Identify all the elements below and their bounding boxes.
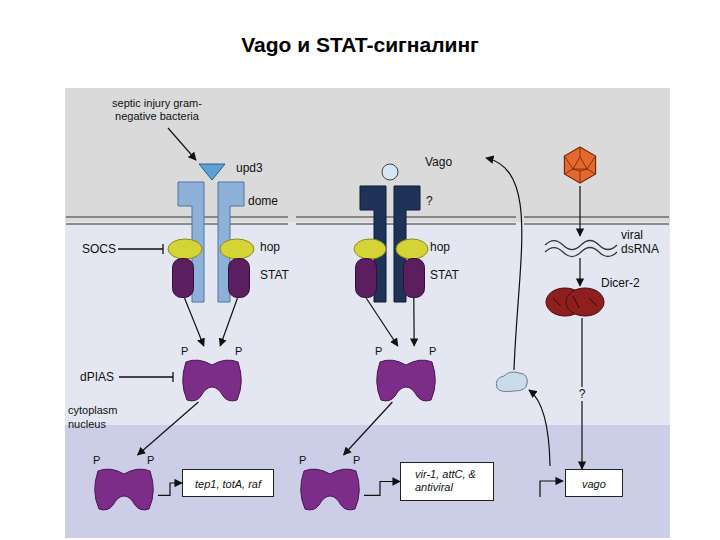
node-label: STAT	[260, 268, 289, 282]
gene-name: tep1, totA, raf	[195, 478, 261, 491]
arrow-connector	[220, 298, 237, 346]
annotation-label: dPIAS	[80, 370, 114, 384]
inhibition-line	[118, 244, 163, 254]
virus-capsid	[564, 147, 595, 183]
annotation-label: SOCS	[82, 242, 116, 256]
node-label: viral dsRNA	[621, 228, 661, 256]
phospho-label: P	[235, 344, 242, 358]
stat-block	[173, 259, 194, 298]
dimer-shape	[183, 360, 242, 401]
stat-dimer: PP	[90, 455, 158, 511]
arrow-connector	[413, 298, 415, 346]
stat-protein: STAT	[172, 258, 250, 298]
ligand-triangle: upd3	[199, 164, 225, 180]
inhibition-line	[119, 372, 173, 382]
membrane-line	[66, 217, 288, 218]
ligand-triangle-shape	[199, 164, 225, 180]
phospho-label: P	[429, 344, 436, 358]
arrow-connector	[185, 298, 204, 346]
hop-oval	[396, 239, 428, 259]
dicer-texture	[553, 296, 597, 308]
vago-ligand-shape	[381, 163, 399, 181]
virus-facets	[564, 147, 595, 183]
annotation-label: nucleus	[68, 418, 106, 431]
arrow-connector	[364, 482, 400, 496]
stat-protein-shape	[172, 258, 250, 298]
dicer-enzyme: Dicer-2	[545, 286, 605, 318]
hop-kinase: hop	[354, 238, 428, 260]
node-label: Dicer-2	[601, 276, 640, 290]
membrane-line	[66, 224, 288, 225]
hop-oval	[354, 239, 386, 259]
cytoplasm-region	[65, 222, 670, 425]
secretion-arrow	[486, 158, 522, 370]
edge-label: ?	[577, 387, 588, 401]
promoter-arrow	[540, 481, 563, 497]
hop-kinase-shape	[168, 238, 254, 260]
dsrna-shape	[545, 240, 617, 258]
phospho-label: P	[147, 453, 154, 467]
gene-box: tep1, totA, raf	[182, 469, 274, 497]
node-label: hop	[260, 240, 280, 254]
virus-arrow	[579, 186, 580, 236]
arrow-connector	[158, 483, 182, 495]
stat-protein: STAT	[355, 258, 425, 298]
dimer-shape	[377, 360, 436, 401]
virus-icon	[564, 147, 595, 183]
dicer-enzyme-shape	[545, 286, 605, 318]
dsrna: viral dsRNA	[545, 240, 617, 258]
node-label: Vago	[425, 155, 452, 169]
node-label: dome	[248, 194, 278, 208]
node-label: ?	[426, 194, 433, 208]
phospho-label: P	[299, 453, 306, 467]
stat-block	[404, 259, 425, 298]
arrow-connector	[138, 402, 199, 455]
hop-kinase: hop	[168, 238, 254, 260]
hop-kinase-shape	[354, 238, 428, 260]
stat-dimer: PP	[372, 346, 440, 402]
injury-arrow	[168, 128, 196, 160]
stat-dimer: PP	[296, 455, 364, 511]
upd3-triangle	[199, 164, 225, 180]
gene-box: vir-1, attC, & antiviral	[400, 462, 494, 501]
stat-block	[229, 259, 250, 298]
annotation-label: cytoplasm	[68, 404, 118, 417]
stat-dimer: PP	[178, 346, 246, 402]
vago-protein	[496, 372, 527, 392]
stat-protein-shape	[355, 258, 425, 298]
arrow-connector	[579, 258, 580, 286]
phospho-label: P	[375, 344, 382, 358]
title: Vago и STAT-сигналинг	[0, 33, 720, 57]
dimer-shape	[301, 469, 360, 510]
rna-strand	[545, 248, 617, 257]
membrane	[66, 217, 669, 224]
arrow-connector	[344, 402, 393, 455]
gene-name: vago	[582, 478, 606, 491]
secretion-arrow	[529, 390, 550, 466]
vago-ligand: Vago	[381, 163, 399, 181]
annotation-label: septic injury gram-negative bacteria	[95, 97, 219, 123]
hop-oval	[220, 239, 254, 259]
nucleus-region	[65, 425, 670, 538]
node-label: upd3	[236, 161, 263, 175]
stat-block	[356, 259, 377, 298]
phospho-label: P	[353, 453, 360, 467]
membrane-line	[524, 217, 669, 218]
gene-box: vago	[565, 469, 623, 497]
node-label: hop	[430, 240, 450, 254]
membrane-line	[524, 224, 669, 225]
node-label: STAT	[430, 268, 459, 282]
hop-oval	[168, 239, 202, 259]
gene-name: vir-1, attC, & antiviral	[415, 468, 479, 494]
arrow-connector	[366, 298, 398, 346]
dimer-shape	[95, 469, 154, 510]
phospho-label: P	[181, 344, 188, 358]
phospho-label: P	[93, 453, 100, 467]
dicer-lobe	[566, 288, 604, 316]
vago-circle	[382, 164, 398, 180]
